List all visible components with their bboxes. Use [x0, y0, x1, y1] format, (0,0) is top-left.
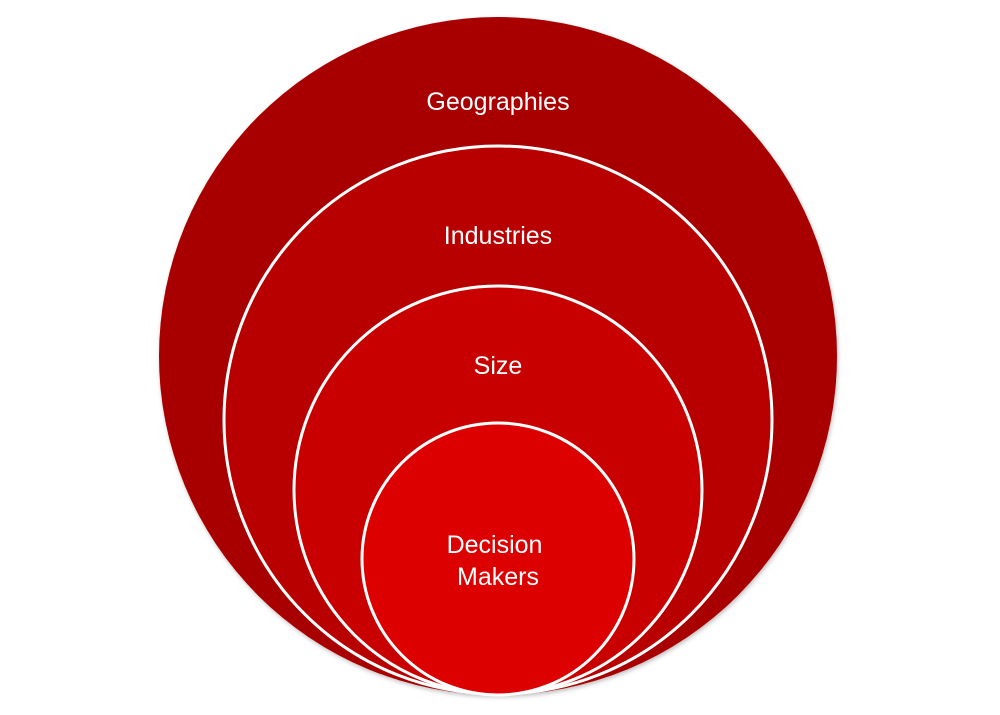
ring-decision-makers — [360, 421, 636, 697]
label-decision-makers-line-2: Makers — [457, 563, 539, 591]
label-decision-makers-line-1: Decision — [447, 531, 543, 559]
label-geographies: Geographies — [426, 88, 569, 116]
label-industries: Industries — [444, 222, 552, 250]
label-decision-makers: Decision Makers — [447, 531, 550, 591]
label-size: Size — [474, 352, 523, 380]
